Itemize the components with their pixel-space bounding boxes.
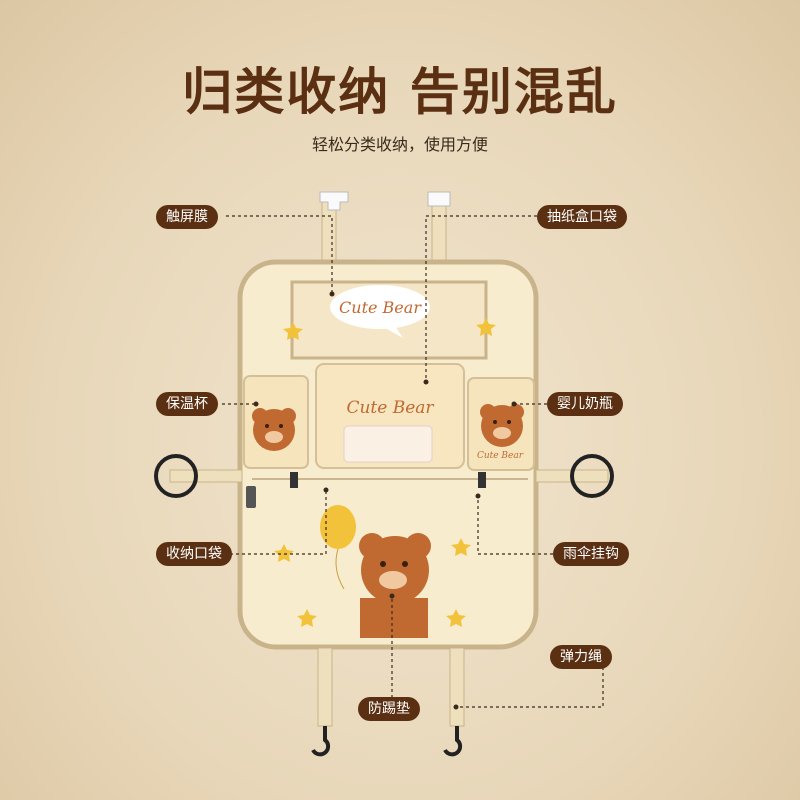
bear-mascot-icon [359,533,431,638]
round-hook-icon [154,454,198,498]
side-strap-left [169,469,243,483]
leader-lines [222,215,604,708]
page-subtitle: 轻松分类收纳，使用方便 [311,135,488,154]
star-icon [446,609,466,627]
leader-dots [253,291,517,710]
star-icon [283,322,303,340]
bear-face-icon [480,404,524,447]
hook-icon [478,472,486,488]
label-kick-mat: 防踢垫 [358,697,420,721]
label-elastic-cord: 弹力绳 [550,645,612,669]
brand-text-small: Cute Bear [477,451,524,461]
page-title: 归类收纳 告别混乱 [182,63,618,121]
star-icon [274,544,294,562]
s-hook-icon [311,726,331,757]
hook-icon [290,472,298,488]
label-umbrella-hook: 雨伞挂钩 [553,542,629,566]
bottom-strap-left [317,647,333,727]
label-baby-bottle: 婴儿奶瓶 [547,392,623,416]
star-icon [451,538,471,556]
brand-text-mid: Cute Bear [346,398,434,418]
brand-text-top: Cute Bear [339,298,422,317]
s-hook-icon [443,726,463,757]
star-icon [476,318,496,336]
bottom-strap-right [449,647,465,727]
buckle-icon [427,191,451,207]
balloon-icon [320,505,356,549]
label-storage-pocket: 收纳口袋 [156,542,232,566]
tissue-icon [343,425,433,463]
label-cup-holder: 保温杯 [156,392,218,416]
round-hook-icon [570,454,614,498]
label-tissue-box: 抽纸盒口袋 [537,205,627,229]
bear-face-icon [252,408,296,451]
star-icon [297,609,317,627]
label-touchscreen: 触屏膜 [156,205,218,229]
clip-icon [319,191,349,211]
zipper-pull-icon [246,486,256,508]
speech-bubble [330,285,430,329]
